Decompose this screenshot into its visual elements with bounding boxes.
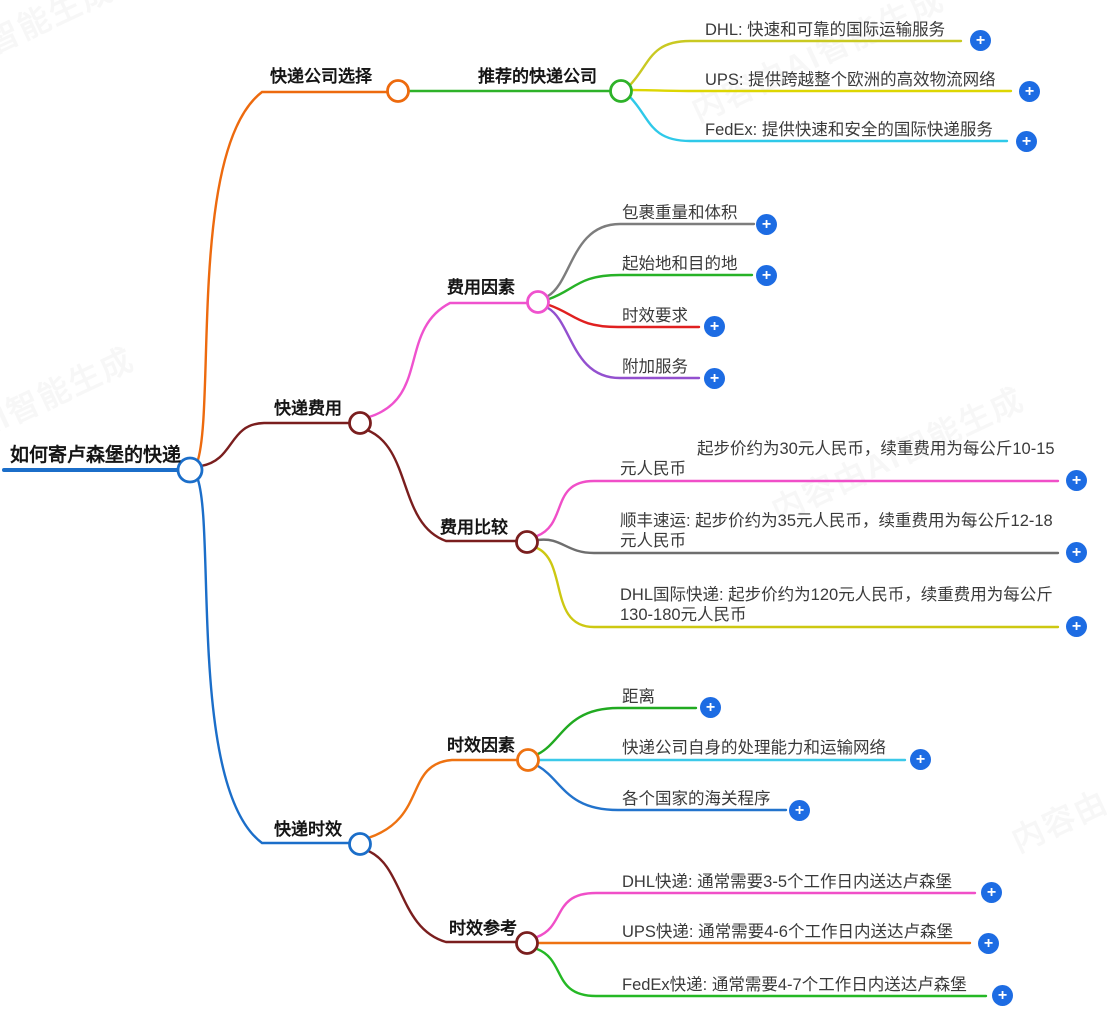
plus-icon: + (1071, 617, 1082, 635)
leaf-fedex-service[interactable]: FedEx: 提供快速和安全的国际快递服务 (705, 121, 993, 139)
add-child-button[interactable]: + (789, 800, 810, 821)
plus-icon: + (1021, 132, 1032, 150)
leaf-cost-base30[interactable]: 起步价约为30元人民币，续重费用为每公斤10-15元人民币 (620, 440, 1055, 478)
edge-leaf-distance (536, 706, 698, 756)
leaf-additional-services[interactable]: 附加服务 (622, 358, 688, 376)
leaf-dhl-service[interactable]: DHL: 快速和可靠的国际运输服务 (705, 21, 946, 39)
leaf-package-weight[interactable]: 包裹重量和体积 (622, 204, 738, 222)
edge-leaf-package-weight (546, 222, 756, 298)
add-child-button[interactable]: + (992, 985, 1013, 1006)
toggle-root[interactable] (176, 456, 204, 484)
leaf-origin-destination[interactable]: 起始地和目的地 (622, 255, 738, 273)
plus-icon: + (709, 317, 720, 335)
edge-branch-express-time (195, 475, 352, 845)
add-child-button[interactable]: + (981, 882, 1002, 903)
toggle-cost-comparison[interactable] (515, 530, 539, 554)
edge-leaf-cost-sf (536, 538, 1060, 555)
plus-icon: + (983, 934, 994, 952)
add-child-button[interactable]: + (704, 368, 725, 389)
leaf-customs[interactable]: 各个国家的海关程序 (622, 790, 771, 808)
leaf-time-dhl[interactable]: DHL快递: 通常需要3-5个工作日内送达卢森堡 (622, 873, 953, 891)
add-child-button[interactable]: + (1066, 616, 1087, 637)
leaf-time-requirement[interactable]: 时效要求 (622, 307, 688, 325)
edge-leaf-time-requirement (547, 303, 701, 329)
edge-leaf-time-fedex (535, 947, 988, 998)
leaf-ups-service[interactable]: UPS: 提供跨越整个欧洲的高效物流网络 (705, 71, 996, 89)
plus-icon: + (1071, 543, 1082, 561)
leaf-cost-dhl[interactable]: DHL国际快递: 起步价约为120元人民币，续重费用为每公斤130-180元人民… (620, 586, 1053, 624)
node-cost-comparison[interactable]: 费用比较 (440, 518, 508, 537)
toggle-recommended-companies[interactable] (609, 79, 633, 103)
edge-time-reference (364, 848, 518, 944)
edge-cost-factors (367, 301, 530, 419)
node-express-cost[interactable]: 快递费用 (274, 399, 342, 418)
add-child-button[interactable]: + (756, 265, 777, 286)
edge-leaf-customs (536, 764, 788, 812)
node-recommended-companies[interactable]: 推荐的快递公司 (478, 67, 597, 86)
leaf-cost-sf[interactable]: 顺丰速运: 起步价约为35元人民币，续重费用为每公斤12-18元人民币 (620, 512, 1053, 550)
toggle-cost-factors[interactable] (526, 290, 550, 314)
add-child-button[interactable]: + (970, 30, 991, 51)
leaf-distance[interactable]: 距离 (622, 688, 655, 706)
plus-icon: + (915, 750, 926, 768)
edge-branch-express-cost (199, 421, 352, 468)
toggle-express-cost[interactable] (348, 411, 372, 435)
plus-icon: + (761, 266, 772, 284)
leaf-company-capacity[interactable]: 快递公司自身的处理能力和运输网络 (622, 739, 886, 757)
add-child-button[interactable]: + (756, 214, 777, 235)
add-child-button[interactable]: + (978, 933, 999, 954)
plus-icon: + (986, 883, 997, 901)
add-child-button[interactable]: + (1019, 81, 1040, 102)
edge-time-factors (366, 758, 521, 840)
plus-icon: + (997, 986, 1008, 1004)
toggle-company-selection[interactable] (386, 79, 410, 103)
plus-icon: + (705, 698, 716, 716)
plus-icon: + (1024, 82, 1035, 100)
add-child-button[interactable]: + (704, 316, 725, 337)
edge-leaf-time-dhl (535, 891, 977, 939)
toggle-time-reference[interactable] (515, 931, 539, 955)
toggle-time-factors[interactable] (516, 748, 540, 772)
add-child-button[interactable]: + (1066, 542, 1087, 563)
plus-icon: + (709, 369, 720, 387)
edge-branch-company-selection (195, 90, 389, 465)
edge-leaf-fedex-service (628, 95, 1009, 143)
leaf-time-ups[interactable]: UPS快递: 通常需要4-6个工作日内送达卢森堡 (622, 923, 953, 941)
leaf-time-fedex[interactable]: FedEx快递: 通常需要4-7个工作日内送达卢森堡 (622, 976, 967, 994)
add-child-button[interactable]: + (700, 697, 721, 718)
edge-leaf-cost-base30 (535, 479, 1060, 538)
edge-leaf-origin-destination (547, 273, 754, 301)
node-company-selection[interactable]: 快递公司选择 (270, 67, 372, 86)
plus-icon: + (794, 801, 805, 819)
node-time-reference[interactable]: 时效参考 (449, 919, 517, 938)
add-child-button[interactable]: + (910, 749, 931, 770)
edge-leaf-ups-service (629, 88, 1013, 93)
node-time-factors[interactable]: 时效因素 (447, 736, 515, 755)
plus-icon: + (761, 215, 772, 233)
node-express-time[interactable]: 快递时效 (274, 820, 342, 839)
add-child-button[interactable]: + (1016, 131, 1037, 152)
node-cost-factors[interactable]: 费用因素 (447, 278, 515, 297)
plus-icon: + (975, 31, 986, 49)
edge-leaf-cost-dhl (535, 546, 1060, 629)
add-child-button[interactable]: + (1066, 470, 1087, 491)
toggle-express-time[interactable] (348, 832, 372, 856)
edge-cost-comparison (365, 428, 518, 543)
edge-leaf-additional-services (546, 306, 701, 380)
plus-icon: + (1071, 471, 1082, 489)
node-root[interactable]: 如何寄卢森堡的快递 (10, 445, 182, 466)
edge-leaf-dhl-service (628, 39, 963, 87)
